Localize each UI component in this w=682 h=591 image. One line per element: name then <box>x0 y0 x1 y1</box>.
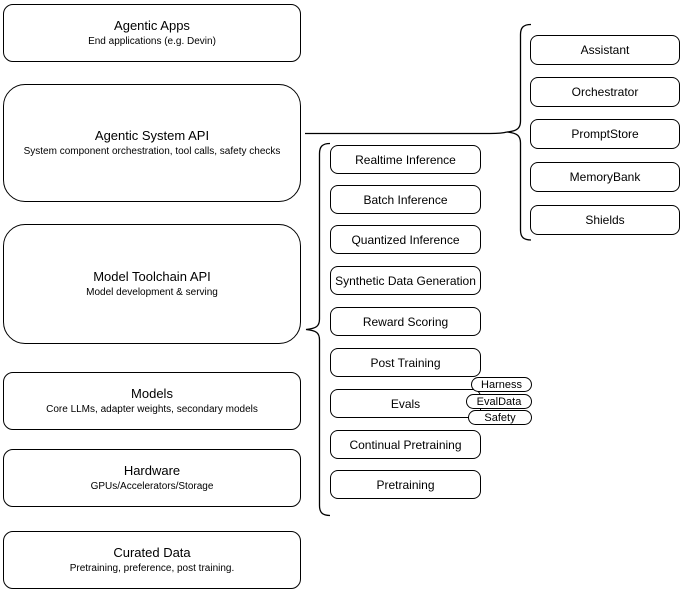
node-label: Synthetic Data Generation <box>335 273 476 288</box>
node-memorybank: MemoryBank <box>530 162 680 192</box>
node-assistant: Assistant <box>530 35 680 65</box>
tag-label: Harness <box>481 378 522 391</box>
node-promptstore: PromptStore <box>530 119 680 149</box>
node-batch-inference: Batch Inference <box>330 185 481 214</box>
box-title: Models <box>131 386 173 401</box>
node-label: Shields <box>585 213 625 227</box>
box-agentic-apps: Agentic Apps End applications (e.g. Devi… <box>3 4 301 62</box>
node-orchestrator: Orchestrator <box>530 77 680 107</box>
node-label: Continual Pretraining <box>349 437 462 452</box>
box-title: Hardware <box>123 463 181 478</box>
node-continual-pretraining: Continual Pretraining <box>330 430 481 459</box>
box-title: Agentic System API <box>94 128 210 143</box>
box-subtitle: GPUs/Accelerators/Storage <box>90 481 214 492</box>
box-subtitle: Pretraining, preference, post training. <box>69 563 235 574</box>
tag-evaldata: EvalData <box>466 394 532 409</box>
box-subtitle: Core LLMs, adapter weights, secondary mo… <box>46 404 258 415</box>
node-label: Quantized Inference <box>351 232 460 247</box>
node-label: Evals <box>390 396 421 411</box>
node-label: Assistant <box>580 43 630 57</box>
box-subtitle: End applications (e.g. Devin) <box>88 36 216 47</box>
node-label: Realtime Inference <box>355 152 456 167</box>
system-api-connector-line <box>305 131 508 135</box>
box-subtitle: Model development & serving <box>86 287 218 298</box>
box-agentic-system-api: Agentic System API System component orch… <box>3 84 301 202</box>
node-label: Batch Inference <box>363 192 448 207</box>
tag-label: Safety <box>484 411 516 424</box>
node-label: MemoryBank <box>569 170 641 184</box>
system-group-brace <box>506 23 532 241</box>
node-synthetic-data-generation: Synthetic Data Generation <box>330 266 481 295</box>
node-label: PromptStore <box>571 127 639 141</box>
node-label: Orchestrator <box>571 85 639 99</box>
box-models: Models Core LLMs, adapter weights, secon… <box>3 372 301 430</box>
node-label: Pretraining <box>376 477 435 492</box>
box-title: Agentic Apps <box>114 18 190 33</box>
node-reward-scoring: Reward Scoring <box>330 307 481 336</box>
box-curated-data: Curated Data Pretraining, preference, po… <box>3 531 301 589</box>
box-subtitle: System component orchestration, tool cal… <box>23 146 281 157</box>
node-label: Post Training <box>370 355 441 370</box>
node-evals: Evals <box>330 389 481 418</box>
node-realtime-inference: Realtime Inference <box>330 145 481 174</box>
box-title: Model Toolchain API <box>93 269 211 284</box>
tag-harness: Harness <box>471 377 532 392</box>
node-post-training: Post Training <box>330 348 481 377</box>
box-model-toolchain-api: Model Toolchain API Model development & … <box>3 224 301 344</box>
tag-safety: Safety <box>468 410 532 425</box>
box-title: Curated Data <box>113 545 191 560</box>
node-pretraining: Pretraining <box>330 470 481 499</box>
toolchain-group-brace <box>305 142 331 517</box>
node-quantized-inference: Quantized Inference <box>330 225 481 254</box>
box-hardware: Hardware GPUs/Accelerators/Storage <box>3 449 301 507</box>
node-label: Reward Scoring <box>362 314 449 329</box>
tag-label: EvalData <box>476 395 522 408</box>
node-shields: Shields <box>530 205 680 235</box>
